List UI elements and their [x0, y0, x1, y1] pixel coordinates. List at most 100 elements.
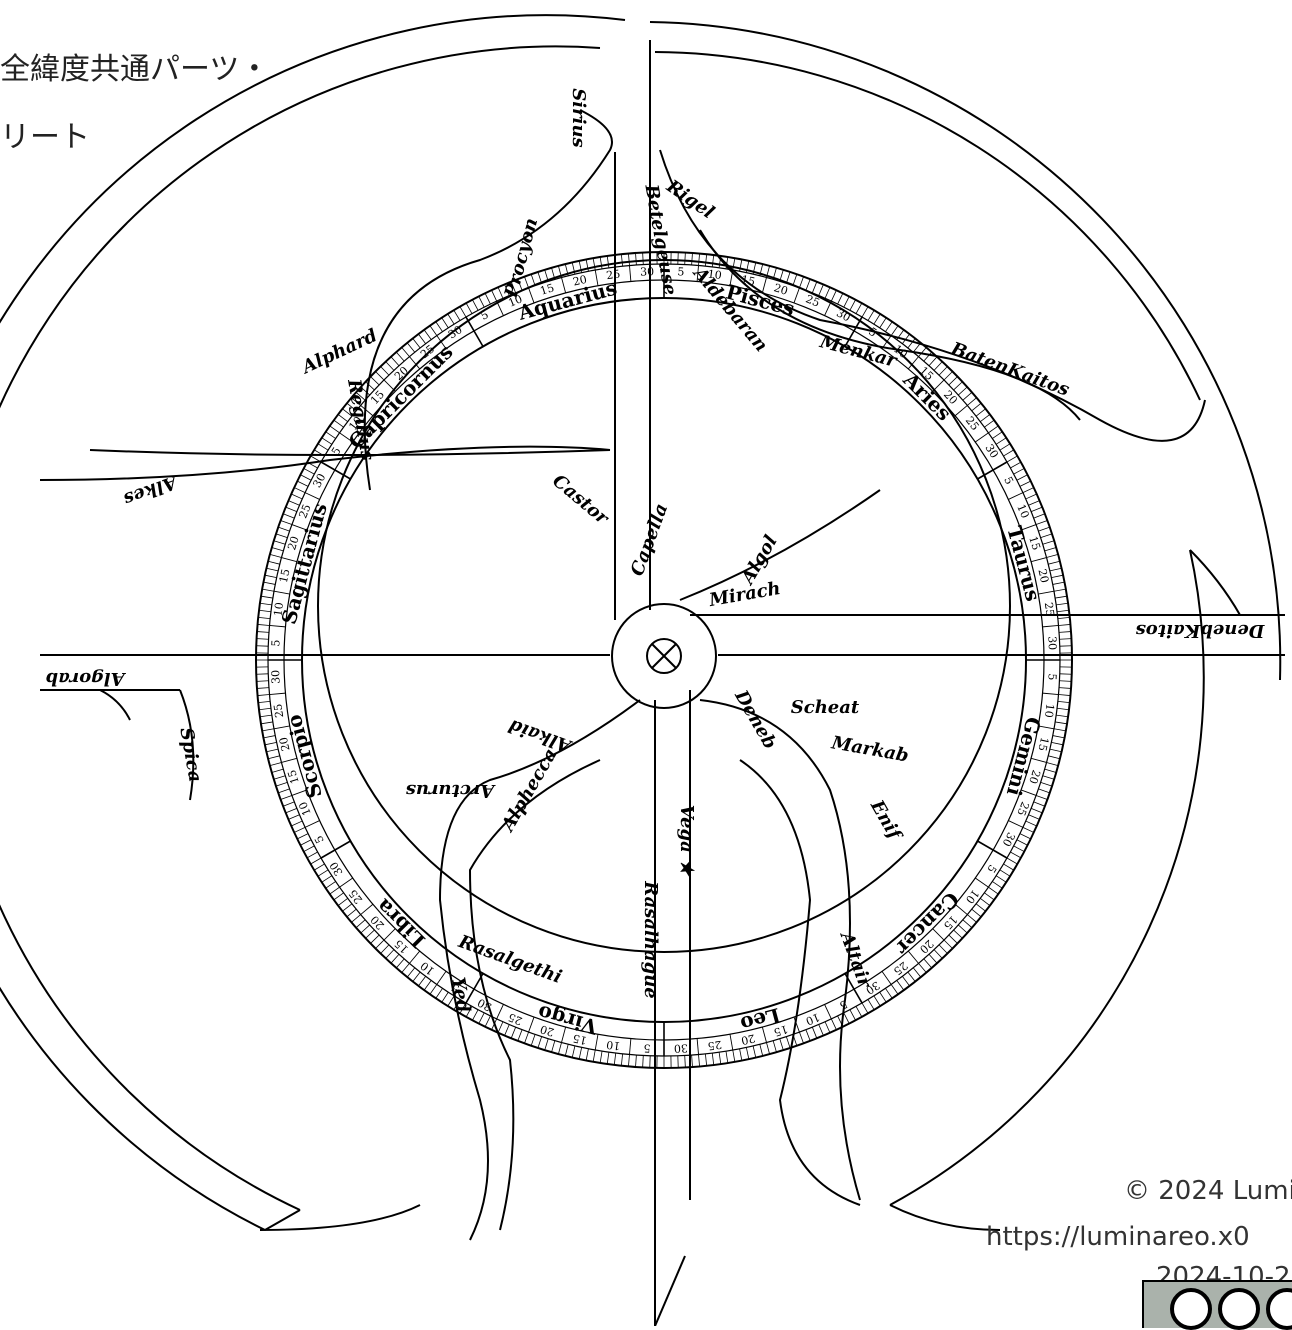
ring-tick — [1054, 729, 1066, 731]
ring-tick — [511, 1027, 515, 1038]
ring-tick — [1048, 756, 1060, 759]
ring-tick — [402, 963, 410, 972]
ring-tick-5 — [1008, 821, 1023, 828]
ring-tick — [258, 695, 270, 696]
ring-tick — [980, 898, 990, 905]
star-label: Algorab — [45, 668, 126, 689]
ring-tick — [929, 954, 937, 963]
ring-tick — [1056, 715, 1068, 717]
ring-tick — [304, 468, 315, 474]
ring-tick-5 — [697, 1039, 698, 1055]
ring-tick — [371, 935, 380, 943]
ring-tick — [844, 296, 849, 307]
ring-tick — [386, 950, 394, 959]
ring-tick — [272, 769, 284, 772]
ring-tick — [330, 887, 340, 894]
ring-tick — [733, 1050, 735, 1062]
ring-tick — [297, 481, 308, 486]
ring-tick — [485, 293, 490, 304]
arc-join-left — [265, 1210, 300, 1230]
ring-tick — [692, 253, 693, 265]
ring-tick — [1053, 736, 1065, 738]
ring-tick-5 — [437, 971, 446, 984]
ring-tick — [448, 314, 454, 324]
ring-tick — [831, 290, 836, 301]
ring-tick — [1020, 834, 1031, 839]
degree-label: 25 — [891, 959, 910, 978]
ring-tick — [338, 414, 348, 421]
rete-center — [612, 604, 716, 708]
ring-tick — [976, 904, 985, 911]
ring-tick — [1000, 870, 1010, 876]
degree-label: 25 — [1042, 602, 1057, 618]
ring-tick — [407, 343, 415, 352]
star-label: Scheat — [791, 697, 860, 718]
ring-tick — [283, 514, 294, 518]
ring-tick-5 — [529, 1017, 534, 1032]
ring-tick — [356, 920, 365, 928]
ring-tick — [466, 303, 472, 313]
ring-tick — [934, 950, 942, 959]
ring-tick — [586, 1049, 588, 1061]
ring-tick — [276, 782, 287, 786]
degree-label: 25 — [707, 1038, 723, 1053]
ring-tick — [326, 881, 336, 888]
ring-tick — [1036, 795, 1047, 799]
ring-tick — [996, 438, 1006, 445]
ring-tick — [281, 795, 292, 799]
ring-tick — [300, 840, 311, 845]
ring-tick — [600, 1051, 602, 1063]
ring-tick — [1050, 749, 1062, 752]
ring-tick — [442, 992, 449, 1002]
star-label: Procyon — [501, 216, 543, 301]
ring-tick — [1000, 444, 1010, 450]
ring-tick-5 — [305, 493, 320, 500]
ring-tick — [636, 1055, 637, 1067]
ring-tick — [825, 1022, 830, 1033]
ring-tick-5 — [882, 971, 891, 984]
ring-tick — [371, 377, 380, 385]
ring-tick — [793, 274, 797, 285]
ring-tick — [628, 254, 629, 266]
ring-tick — [806, 279, 810, 290]
degree-label: 5 — [269, 639, 282, 647]
ring-tick — [1031, 507, 1042, 511]
ring-tick — [265, 742, 277, 744]
ring-tick-5 — [825, 1004, 832, 1019]
ring-tick — [1014, 846, 1025, 852]
ring-tick — [819, 284, 824, 295]
ring-tick — [572, 1046, 575, 1058]
ring-tick — [391, 357, 399, 366]
ring-tick — [1051, 575, 1063, 577]
ring-tick — [531, 1034, 535, 1045]
ring-tick — [992, 432, 1002, 439]
ring-tick — [1059, 639, 1071, 640]
ring-tick — [692, 1055, 693, 1067]
ring-tick — [538, 1037, 542, 1048]
ring-tick — [1059, 688, 1071, 689]
star-label: DenebKaitos — [1136, 620, 1266, 641]
star-label: Alphecca — [497, 745, 562, 836]
ring-tick-5 — [1008, 493, 1023, 500]
ring-tick — [505, 1025, 510, 1036]
ring-tick — [934, 362, 942, 371]
ring-tick — [257, 632, 269, 633]
ring-tick — [874, 314, 880, 324]
sign-divider — [466, 317, 483, 346]
ring-tick — [304, 846, 315, 852]
ring-tick — [621, 254, 622, 266]
ring-tick — [286, 507, 297, 511]
ring-tick — [1017, 475, 1028, 480]
ring-tick — [266, 568, 278, 571]
ring-tick — [330, 426, 340, 433]
ring-tick — [1029, 501, 1040, 506]
ring-tick — [712, 1053, 713, 1065]
ring-tick — [396, 352, 404, 361]
ring-tick — [908, 972, 915, 981]
ring-tick — [391, 954, 399, 963]
rete-frame — [0, 15, 1285, 1326]
ring-tick — [812, 1027, 816, 1038]
ring-tick — [944, 372, 952, 380]
ring-tick — [963, 392, 972, 400]
ring-tick — [786, 1037, 790, 1048]
